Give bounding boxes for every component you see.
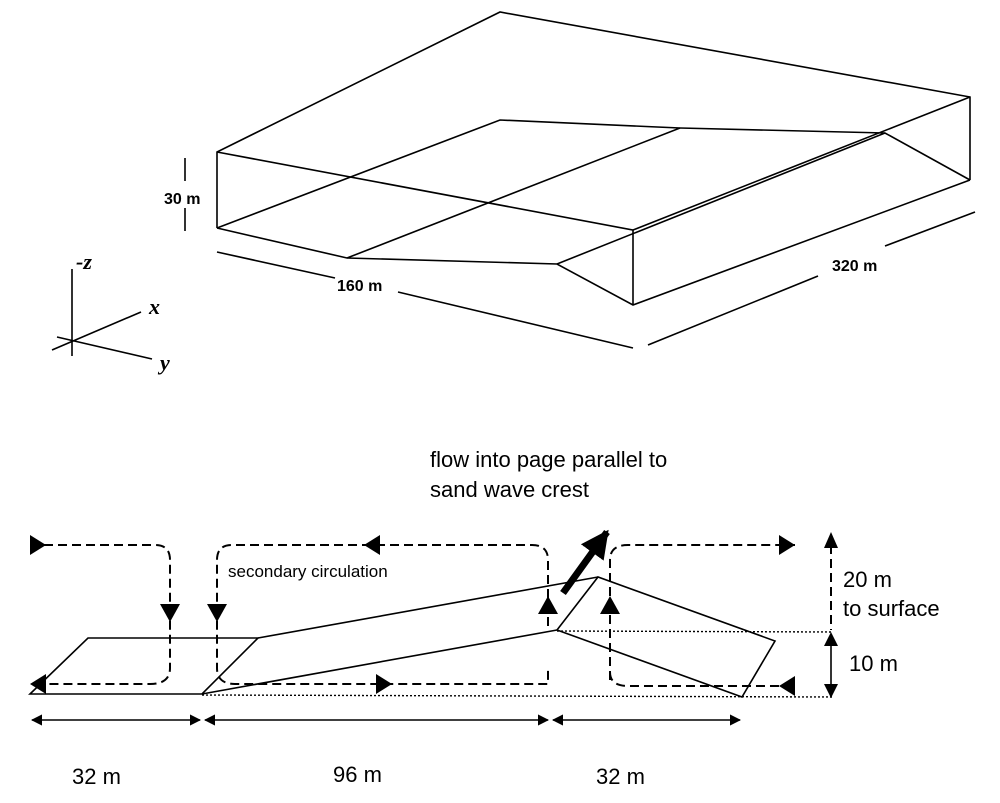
circulation-label: secondary circulation bbox=[228, 562, 388, 581]
sand-wave-profile bbox=[28, 576, 833, 698]
height-label: 30 m bbox=[164, 191, 200, 208]
z-axis-label: -z bbox=[76, 249, 92, 274]
y-axis-label: y bbox=[157, 350, 170, 375]
vertical-dimensions bbox=[824, 532, 838, 698]
surface-label-line1: 20 m bbox=[843, 567, 892, 592]
x-axis-label: x bbox=[148, 294, 160, 319]
width-label: 160 m bbox=[337, 278, 382, 295]
coordinate-axes bbox=[51, 269, 153, 360]
flow-direction-arrow bbox=[560, 529, 610, 596]
length-label: 320 m bbox=[832, 258, 877, 275]
segment-label-left: 32 m bbox=[72, 764, 121, 789]
segment-label-right: 32 m bbox=[596, 764, 645, 789]
surface-label-line2: to surface bbox=[843, 596, 940, 621]
wave-height-label: 10 m bbox=[849, 651, 898, 676]
dimension-lines-3d bbox=[184, 158, 976, 349]
flow-label-line2: sand wave crest bbox=[430, 477, 589, 502]
secondary-circulation-arrows bbox=[30, 535, 795, 696]
model-domain-box bbox=[216, 11, 971, 306]
flow-label-line1: flow into page parallel to bbox=[430, 447, 667, 472]
segment-label-middle: 96 m bbox=[333, 762, 382, 787]
